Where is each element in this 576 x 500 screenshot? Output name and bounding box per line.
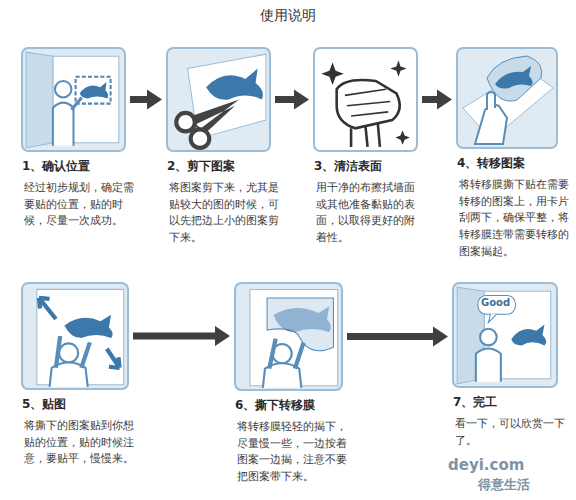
step-heading: 2、剪下图案 [167,158,279,175]
step-text: 将撕下的图案贴到你想贴的位置，贴的时候注意，要贴平，慢慢来。 [22,417,134,467]
step-heading: 3、清洁表面 [314,158,424,175]
flow-arrow [275,90,309,110]
step-heading: 7、完工 [453,394,565,411]
step-box: 6、撕下转移膜将转移膜轻轻的揭下，尽量慢一些，一边按着图案一边揭，注意不要把图案… [235,283,353,485]
flow-arrow [347,327,448,347]
step-heading: 6、撕下转移膜 [235,397,353,414]
speech-bubble-text: Good [481,297,510,308]
watermark: deyi.com [448,456,524,474]
step-box: 3、清洁表面用干净的布擦拭墙面或其他准备黏贴的表面，以取得更好的附着性。 [314,48,424,246]
step-text: 经过初步规划，确定需要贴的位置，贴的时候，尽量一次成功。 [22,179,134,229]
diagram-title: 使用说明 [0,7,576,25]
icon-frame [457,48,557,148]
flow-arrow [133,326,230,346]
step-box: 1、确认位置经过初步规划，确定需要贴的位置，贴的时候，尽量一次成功。 [22,48,134,229]
flow-arrow [130,90,162,110]
step-heading: 1、确认位置 [22,158,134,175]
step-heading: 5、贴图 [22,396,134,413]
icon-frame [314,48,417,151]
icon-frame [235,283,342,390]
step-text: 将图案剪下来，尤其是贴较大的图的时候，可以先把边上小的图案剪下来。 [167,179,279,246]
step-text: 看一下，可以欣赏一下了。 [453,415,565,449]
step-box: 4、转移图案将转移膜撕下贴在需要转移的图案上，用卡片刮两下，确保平整，将转移膜连… [457,48,569,260]
icon-frame [22,48,125,151]
step-heading: 4、转移图案 [457,155,569,172]
flow-arrow [422,90,452,110]
step-text: 将转移膜撕下贴在需要转移的图案上，用卡片刮两下，确保平整，将转移膜连带需要转移的… [457,176,569,260]
step-box: 5、贴图将撕下的图案贴到你想贴的位置，贴的时候注意，要贴平，慢慢来。 [22,283,134,467]
step-text: 用干净的布擦拭墙面或其他准备黏贴的表面，以取得更好的附着性。 [314,179,424,246]
watermark: 得意生活 [478,476,530,494]
step-box: 2、剪下图案将图案剪下来，尤其是贴较大的图的时候，可以先把边上小的图案剪下来。 [167,48,279,246]
icon-frame [167,48,270,151]
icon-frame [22,283,128,389]
step-text: 将转移膜轻轻的揭下，尽量慢一些，一边按着图案一边揭，注意不要把图案带下来。 [235,418,353,485]
